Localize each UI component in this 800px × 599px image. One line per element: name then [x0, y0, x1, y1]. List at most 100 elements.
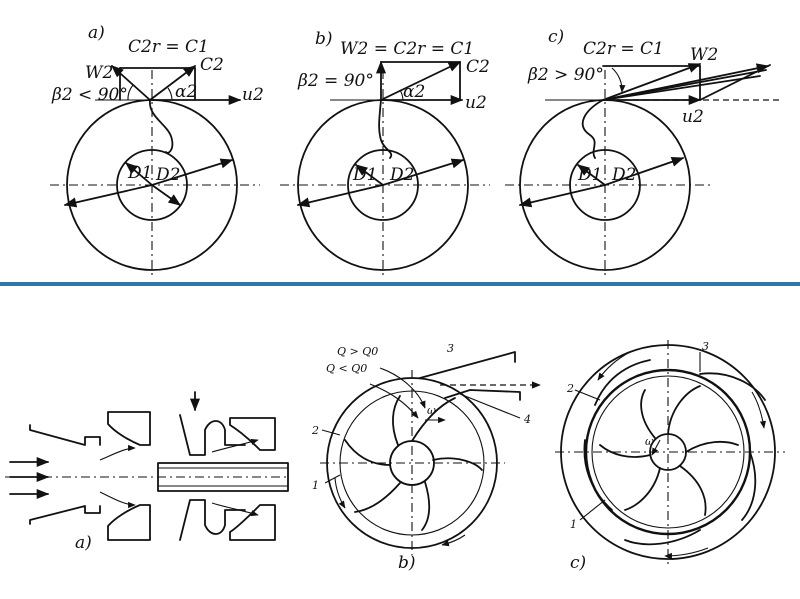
u2-label-c: u2: [682, 107, 704, 127]
vane: [699, 372, 766, 401]
vane: [741, 451, 757, 521]
alpha-label-a: α2: [175, 82, 197, 102]
leader-1: [324, 474, 341, 484]
d1-label-a: D1: [127, 163, 152, 183]
d2-label-a: D2: [155, 165, 180, 185]
beta-arc: [127, 84, 134, 101]
stage2-channel-upper: [179, 414, 246, 456]
velocity-diagram-c: c) C2r = C1 W2 β2 > 90° u2 D1 D2: [505, 27, 780, 278]
num-3-c: 3: [702, 340, 709, 353]
num-1-b: 1: [312, 479, 319, 492]
blade-profile: [581, 99, 604, 159]
stage1-casing-lower: [107, 504, 151, 541]
label-b: b): [315, 29, 333, 49]
beta-label-b: β2 = 90°: [297, 71, 374, 91]
flow-bottom: [664, 547, 709, 560]
blade: [624, 467, 661, 511]
w2-vector: [602, 63, 702, 101]
d2-radius-right: [151, 158, 234, 186]
triangle-closing: [699, 64, 771, 101]
stage2-casing-lower: [229, 504, 276, 541]
impeller-blades: [344, 395, 483, 531]
num-4-b: 4: [523, 413, 531, 426]
stage1-flow-upper: [99, 444, 136, 461]
d2-radius-right: [382, 158, 465, 186]
u2-label-a: u2: [242, 85, 264, 105]
omega-arrow: [651, 439, 661, 456]
d2-label-b: D2: [389, 165, 414, 185]
blade-profile: [378, 99, 393, 159]
c2-label-a: C2: [200, 55, 224, 75]
stage1-flow-lower: [99, 491, 136, 509]
w2-vector: [111, 65, 151, 101]
volute-impeller-b: Q > Q0 Q < Q0 ω 1 2 3 4 b): [311, 342, 541, 573]
velocity-diagram-b: b) W2 = C2r = C1 C2 β2 = 90° α2 u2 D1 D2: [280, 29, 490, 278]
d2-radius-left: [63, 184, 153, 208]
d2-label-c: D2: [611, 165, 636, 185]
section-divider: [0, 282, 800, 286]
blade: [354, 482, 401, 513]
ray-2: [602, 69, 767, 101]
blade: [679, 465, 707, 516]
flow-top-left: [597, 351, 631, 381]
d1-radius: [125, 162, 153, 186]
stage2-channel-lower: [179, 499, 246, 541]
label-c: c): [548, 27, 564, 47]
d2-radius-left: [518, 184, 606, 208]
flow-right: [751, 391, 766, 429]
blade: [599, 444, 651, 458]
omega-label-b: ω: [427, 404, 436, 417]
blade: [392, 395, 401, 446]
leader-4: [459, 393, 521, 419]
d1-radius: [354, 164, 384, 186]
formula-b: W2 = C2r = C1: [340, 39, 474, 59]
blade: [667, 385, 701, 435]
pump-cross-section-a: a): [5, 391, 290, 553]
q-under-label: Q < Q0: [326, 362, 367, 375]
blade: [432, 457, 483, 471]
alpha-arc: [399, 89, 404, 101]
alpha-arc: [167, 87, 173, 101]
leader-2: [321, 429, 341, 436]
stage1-inlet-upper: [29, 424, 101, 446]
w2-label-c: W2: [690, 45, 718, 65]
stage1-casing-upper: [107, 411, 151, 446]
alpha-label-b: α2: [403, 82, 425, 102]
num-3-b: 3: [447, 342, 454, 355]
c2-label-b: C2: [466, 57, 490, 77]
num-2-c: 2: [566, 382, 574, 395]
d1-radius: [576, 164, 606, 186]
diffuser-vanes: [583, 359, 766, 546]
blade: [685, 440, 739, 453]
c2-vector: [149, 65, 197, 101]
stage2-casing-upper: [229, 417, 276, 451]
blade: [344, 439, 391, 466]
label-bottom-c: c): [570, 553, 586, 573]
vane: [594, 359, 651, 406]
d2-radius-right: [604, 156, 685, 186]
formula-c: C2r = C1: [583, 39, 664, 59]
beta-label-c: β2 > 90°: [527, 65, 604, 85]
leader-2: [574, 389, 601, 401]
num-2-b: 2: [311, 424, 319, 437]
d1-radius-right: [151, 184, 182, 206]
beta-arc: [611, 67, 626, 93]
q-over-label: Q > Q0: [337, 345, 378, 358]
omega-label-c: ω: [645, 435, 654, 448]
num-1-c: 1: [570, 518, 577, 531]
label-a: a): [88, 23, 105, 43]
impeller-blades: [599, 385, 739, 516]
vane: [624, 529, 701, 546]
stage1-inlet-lower: [29, 505, 101, 525]
shaft: [157, 462, 289, 492]
formula-a: C2r = C1: [128, 37, 209, 57]
blade: [421, 481, 431, 531]
blade: [411, 397, 456, 442]
velocity-diagram-a: a) C2r = C1 W2 C2 β2 < 90° α2 u2 D1 D2: [50, 23, 264, 278]
vane: [583, 439, 613, 511]
blade: [640, 389, 656, 439]
leader-1: [579, 499, 606, 521]
stage2-flow-lower: [211, 502, 259, 517]
impeller-rim: [591, 375, 745, 529]
